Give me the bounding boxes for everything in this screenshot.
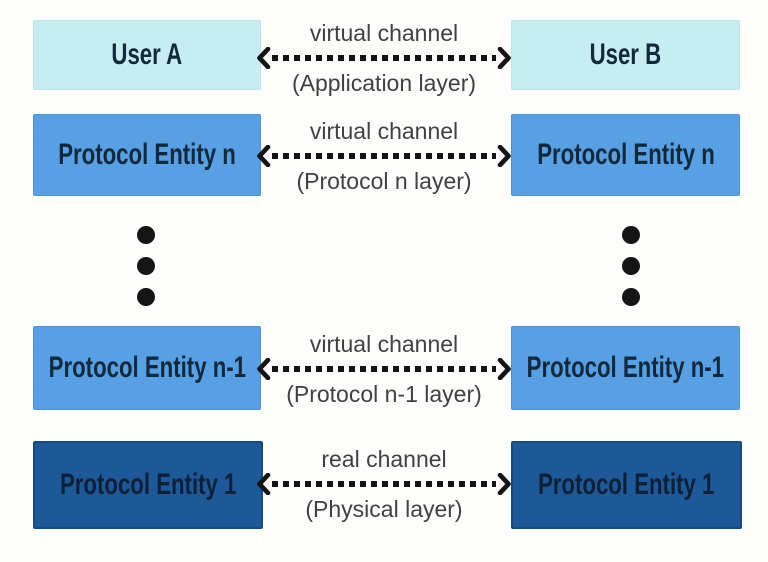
dotted-line <box>272 55 496 61</box>
channel-application-layer: virtual channel (Application layer) <box>256 14 512 102</box>
user-b-label: User B <box>589 38 662 71</box>
double-arrow <box>256 145 512 167</box>
protocol-entity-n-1-left-label: Protocol Entity n-1 <box>48 351 246 384</box>
user-a-box: User A <box>33 20 261 90</box>
user-b-box: User B <box>511 20 740 90</box>
dot <box>137 226 155 244</box>
channel-name-label: real channel <box>321 446 447 472</box>
arrow-right-chevron-icon <box>497 145 511 167</box>
dotted-line <box>272 153 496 159</box>
channel-name-label: virtual channel <box>309 118 459 144</box>
channel-layer-label: (Protocol n-1 layer) <box>286 381 482 407</box>
dotted-line <box>272 366 496 372</box>
arrow-left-chevron-icon <box>257 47 271 69</box>
double-arrow <box>256 473 512 495</box>
protocol-entity-1-right-label: Protocol Entity 1 <box>538 468 715 501</box>
channel-layer-label: (Protocol n layer) <box>296 168 472 194</box>
channel-physical-layer: real channel (Physical layer) <box>256 438 512 530</box>
arrow-left-chevron-icon <box>257 358 271 380</box>
channel-layer-label: (Physical layer) <box>305 496 463 522</box>
dot <box>137 288 155 306</box>
protocol-entity-n-left-label: Protocol Entity n <box>58 138 236 171</box>
protocol-entity-1-left-box: Protocol Entity 1 <box>33 441 263 529</box>
double-arrow <box>256 358 512 380</box>
arrow-left-chevron-icon <box>257 145 271 167</box>
arrow-left-chevron-icon <box>257 473 271 495</box>
protocol-entity-n-right-box: Protocol Entity n <box>511 114 740 196</box>
channel-layer-label: (Application layer) <box>291 70 477 96</box>
arrow-right-chevron-icon <box>497 473 511 495</box>
dotted-line <box>272 481 496 487</box>
protocol-entity-n-right-label: Protocol Entity n <box>536 138 715 171</box>
channel-name-label: virtual channel <box>309 20 459 46</box>
user-a-label: User A <box>111 38 183 71</box>
channel-protocol-n-1-layer: virtual channel (Protocol n-1 layer) <box>256 324 512 414</box>
channel-name-label: virtual channel <box>309 331 459 357</box>
protocol-entity-n-1-left-box: Protocol Entity n-1 <box>33 326 261 410</box>
double-arrow <box>256 47 512 69</box>
protocol-entity-1-left-label: Protocol Entity 1 <box>59 468 237 501</box>
dot <box>137 257 155 275</box>
dot <box>622 257 640 275</box>
protocol-entity-n-left-box: Protocol Entity n <box>33 114 261 196</box>
channel-protocol-n-layer: virtual channel (Protocol n layer) <box>256 112 512 200</box>
protocol-entity-n-1-right-label: Protocol Entity n-1 <box>526 351 725 384</box>
dot <box>622 226 640 244</box>
ellipsis-dots-right <box>622 226 640 306</box>
dot <box>622 288 640 306</box>
arrow-right-chevron-icon <box>497 47 511 69</box>
protocol-entity-n-1-right-box: Protocol Entity n-1 <box>511 326 740 410</box>
arrow-right-chevron-icon <box>497 358 511 380</box>
protocol-entity-1-right-box: Protocol Entity 1 <box>511 441 742 529</box>
ellipsis-dots-left <box>137 226 155 306</box>
